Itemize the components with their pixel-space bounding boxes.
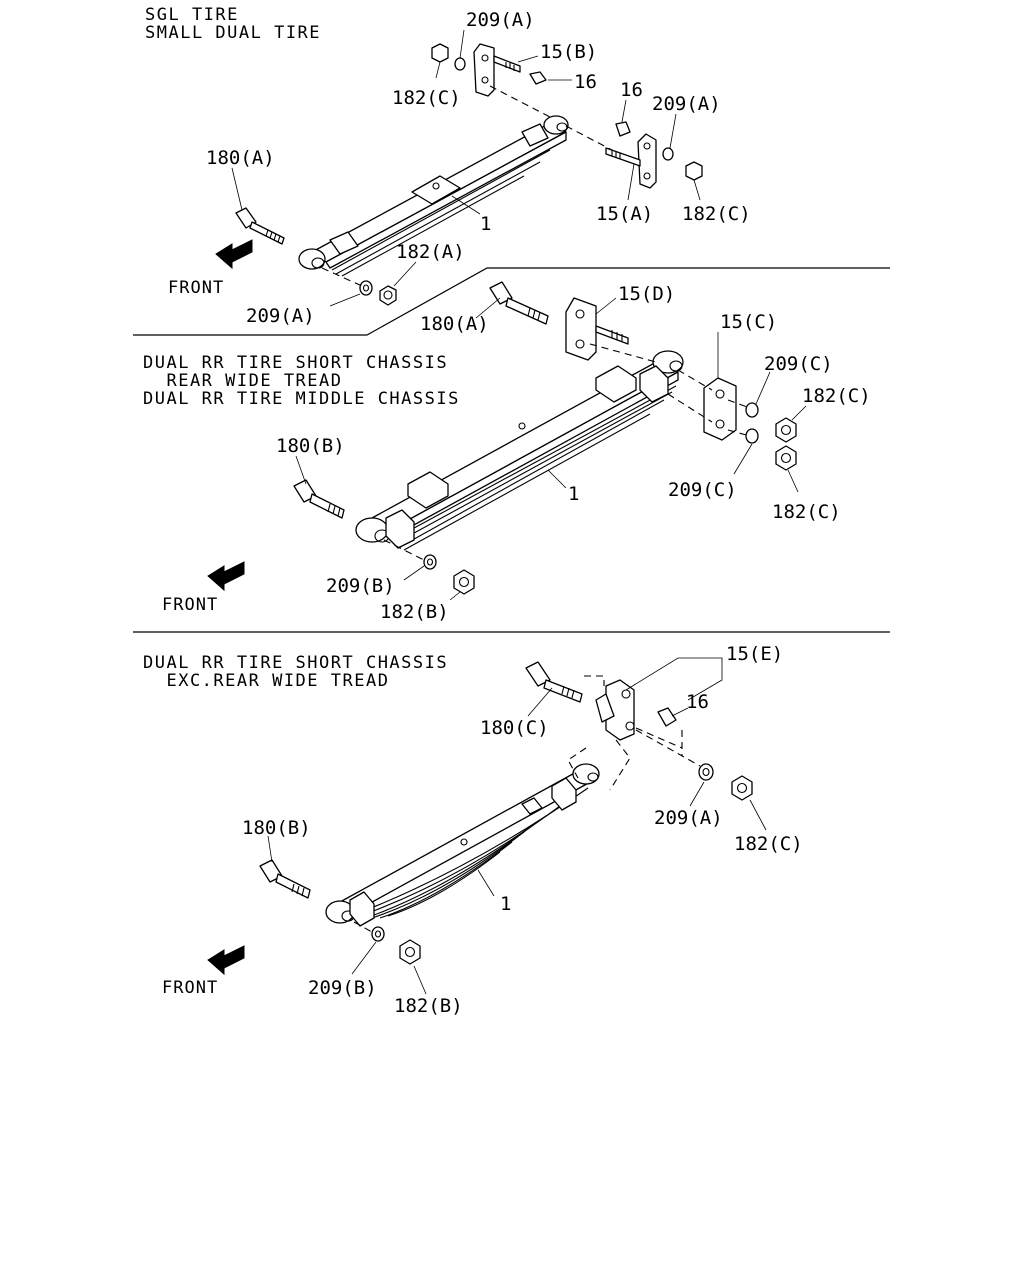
label-209b-sec3: 209(B) (308, 977, 377, 999)
washer-209a-sec1-bottom (359, 280, 373, 296)
bolt-180a-sec2 (489, 281, 549, 325)
label-209a-sec1-right: 209(A) (652, 93, 721, 115)
section-3-header-line-1: DUAL RR TIRE SHORT CHASSIS (143, 653, 448, 673)
section-2-header-line-3: DUAL RR TIRE MIDDLE CHASSIS (143, 389, 460, 409)
washer-209c-sec2-bottom (745, 428, 759, 444)
label-15e-sec3: 15(E) (726, 643, 783, 665)
label-209a-sec1-top: 209(A) (466, 9, 535, 31)
label-180a-sec1: 180(A) (206, 147, 275, 169)
label-182c-sec3: 182(C) (734, 833, 803, 855)
bracket-15d (565, 297, 629, 361)
label-209c-sec2-top: 209(C) (764, 353, 833, 375)
section-3: DUAL RR TIRE SHORT CHASSIS EXC.REAR WIDE… (143, 643, 803, 1017)
bushing-16-sec1-right (615, 121, 631, 137)
label-15b-sec1: 15(B) (540, 41, 597, 63)
bolt-180b-sec3 (259, 859, 311, 899)
bushing-16-sec1-top (529, 71, 547, 85)
washer-209b-sec2 (423, 554, 437, 570)
nut-182c-sec2-bottom (775, 445, 797, 471)
front-arrow-sec1 (215, 239, 253, 270)
washer-209a-sec1-right (662, 147, 674, 161)
bolt-180b-sec2 (293, 479, 345, 519)
washer-209a-sec3 (698, 763, 714, 781)
front-label-sec1: FRONT (168, 278, 224, 298)
section-2-header-line-1: DUAL RR TIRE SHORT CHASSIS (143, 353, 448, 373)
section-3-header-line-2: EXC.REAR WIDE TREAD (143, 671, 389, 691)
label-182a-sec1: 182(A) (396, 241, 465, 263)
label-209a-sec3: 209(A) (654, 807, 723, 829)
section-1-header-line-2: SMALL DUAL TIRE (145, 23, 321, 43)
front-label-sec3: FRONT (162, 978, 218, 998)
divider-line-1 (133, 267, 890, 336)
nut-182b-sec3 (399, 939, 421, 965)
label-1-sec1: 1 (480, 213, 491, 235)
washer-209b-sec3 (371, 926, 385, 942)
label-180c-sec3: 180(C) (480, 717, 549, 739)
leaf-spring-1 (298, 115, 569, 277)
label-16-sec1-top: 16 (574, 71, 597, 93)
label-1-sec2: 1 (568, 483, 579, 505)
label-182b-sec2: 182(B) (380, 601, 449, 623)
label-1-sec3: 1 (500, 893, 511, 915)
label-15d-sec2: 15(D) (618, 283, 675, 305)
front-arrow-sec3 (207, 945, 245, 976)
label-15c-sec2: 15(C) (720, 311, 777, 333)
leaf-spring-2 (355, 350, 684, 551)
nut-182c-sec2-top (775, 417, 797, 443)
label-182c-sec1-right: 182(C) (682, 203, 751, 225)
shackle-15b (473, 43, 521, 97)
shackle-15e (595, 679, 635, 741)
label-180a-sec2: 180(A) (420, 313, 489, 335)
nut-182c-sec3 (731, 775, 753, 801)
label-182b-sec3: 182(B) (394, 995, 463, 1017)
washer-209c-sec2-top (745, 402, 759, 418)
nut-182c-sec1-top (431, 43, 449, 63)
label-209b-sec2: 209(B) (326, 575, 395, 597)
label-182c-sec2-bottom: 182(C) (772, 501, 841, 523)
front-arrow-sec2 (207, 561, 245, 592)
washer-209a-sec1-top (454, 57, 466, 71)
shackle-15a (605, 133, 657, 189)
label-16-sec3: 16 (686, 691, 709, 713)
leaf-spring-3 (325, 763, 600, 927)
section-1-header-line-1: SGL TIRE (145, 5, 239, 25)
label-209c-sec2-bottom: 209(C) (668, 479, 737, 501)
bolt-180c (525, 661, 583, 703)
label-15a-sec1: 15(A) (596, 203, 653, 225)
label-182c-sec1-top: 182(C) (392, 87, 461, 109)
bolt-180a-sec1 (235, 207, 285, 245)
section-2-header-line-2: REAR WIDE TREAD (143, 371, 343, 391)
nut-182b-sec2 (453, 569, 475, 595)
nut-182c-sec1-right (685, 161, 703, 181)
bushing-16-sec3 (657, 707, 677, 727)
section-2: DUAL RR TIRE SHORT CHASSIS REAR WIDE TRE… (143, 281, 871, 623)
label-182c-sec2-top: 182(C) (802, 385, 871, 407)
nut-182a-sec1 (379, 285, 397, 306)
label-209a-sec1-bottom: 209(A) (246, 305, 315, 327)
label-16-sec1-right: 16 (620, 79, 643, 101)
label-180b-sec3: 180(B) (242, 817, 311, 839)
section-1: SGL TIRE SMALL DUAL TIRE (145, 5, 751, 327)
label-180b-sec2: 180(B) (276, 435, 345, 457)
front-label-sec2: FRONT (162, 595, 218, 615)
